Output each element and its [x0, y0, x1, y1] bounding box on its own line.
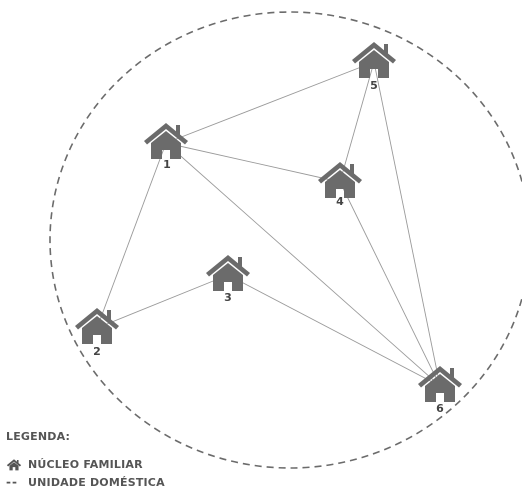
- node-label-4: 4: [336, 195, 344, 208]
- edge-5-6: [373, 61, 441, 387]
- nodes-layer: 1 2 3 4 5 6: [75, 42, 462, 415]
- edge-1-4: [165, 142, 341, 183]
- house-icon: [6, 458, 28, 471]
- house-icon: [318, 162, 362, 198]
- household-node-4: [318, 162, 362, 198]
- edge-1-5: [165, 61, 375, 144]
- house-icon: [418, 366, 462, 402]
- edge-3-6: [227, 274, 441, 387]
- edges-layer: [96, 61, 441, 387]
- node-label-1: 1: [163, 158, 171, 171]
- legend-item-family-nucleus: NÚCLEO FAMILIAR: [6, 455, 165, 473]
- house-icon: [75, 308, 119, 344]
- household-node-2: [75, 308, 119, 344]
- house-icon: [352, 42, 396, 78]
- legend-title: LEGENDA:: [6, 430, 71, 443]
- legend-label-domestic-unit: UNIDADE DOMÉSTICA: [28, 475, 165, 489]
- edge-1-6: [165, 142, 441, 387]
- house-icon: [144, 123, 188, 159]
- household-node-5: [352, 42, 396, 78]
- house-icon: [206, 255, 250, 291]
- node-label-2: 2: [93, 345, 101, 358]
- edge-5-4: [339, 61, 375, 183]
- domestic-unit-boundary: [49, 11, 522, 469]
- dashed-line-icon: --: [6, 475, 18, 489]
- edge-4-6: [339, 181, 441, 387]
- legend: LEGENDA: NÚCLEO FAMILIAR -- UNIDADE DOMÉ…: [6, 430, 165, 491]
- node-label-3: 3: [224, 291, 232, 304]
- household-node-6: [418, 366, 462, 402]
- household-node-1: [144, 123, 188, 159]
- edge-1-2: [96, 142, 167, 329]
- legend-item-domestic-unit: -- UNIDADE DOMÉSTICA: [6, 473, 165, 491]
- legend-label-family-nucleus: NÚCLEO FAMILIAR: [28, 457, 143, 471]
- node-label-6: 6: [436, 402, 444, 415]
- household-node-3: [206, 255, 250, 291]
- node-label-5: 5: [370, 79, 378, 92]
- edge-2-3: [96, 274, 229, 329]
